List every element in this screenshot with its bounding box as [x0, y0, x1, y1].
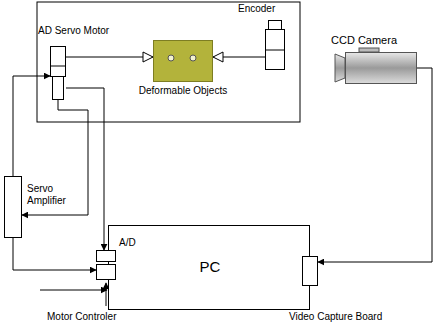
deformable-object-shape	[153, 40, 213, 82]
motor-tail	[53, 77, 64, 100]
deformable-object: Deformable Objects	[153, 40, 213, 82]
camera-lens	[335, 54, 345, 82]
node-label: A/D	[119, 237, 149, 249]
camera-top	[359, 48, 379, 52]
signal-line	[13, 76, 50, 176]
node-label: Servo Amplifier	[27, 183, 85, 206]
motor-housing	[51, 47, 66, 77]
encoder-body	[266, 30, 285, 70]
node-label: AD Servo Motor	[38, 25, 128, 37]
motor-seam	[51, 66, 66, 67]
encoder-cap	[269, 21, 282, 30]
pc-box: PC	[108, 225, 310, 310]
ccd-camera-shape	[345, 52, 417, 84]
marker-dot	[168, 55, 174, 61]
input-line	[40, 290, 107, 291]
signal-line	[66, 88, 104, 250]
object-body	[154, 41, 213, 82]
workspace-frame	[37, 2, 300, 122]
encoder-shape	[265, 20, 285, 70]
motor-controller: Motor Controler	[96, 264, 116, 280]
servo-motor-shape	[50, 46, 66, 100]
servo-motor: AD Servo Motor	[50, 46, 66, 100]
leader-line	[106, 283, 107, 306]
shaft-line	[213, 57, 265, 58]
servo-amplifier: Servo Amplifier	[4, 176, 22, 238]
camera-body	[346, 53, 417, 84]
encoder: Encoder	[265, 20, 285, 70]
signal-line	[13, 238, 96, 270]
encoder-seam	[266, 50, 285, 51]
node-label: Encoder	[238, 3, 298, 15]
signal-line	[318, 68, 432, 262]
video-capture-board: Video Capture Board	[302, 256, 318, 286]
node-label: Motor Controler	[47, 311, 147, 323]
node-label: Video Capture Board	[289, 311, 399, 323]
signal-line	[22, 100, 88, 215]
node-label: CCD Camera	[331, 34, 411, 47]
ad-board: A/D	[96, 250, 116, 262]
ccd-camera: CCD Camera	[345, 52, 417, 84]
node-label: PC	[109, 258, 311, 275]
shaft-line	[66, 57, 153, 58]
marker-dot	[190, 55, 196, 61]
node-label: Deformable Objects	[128, 85, 238, 97]
